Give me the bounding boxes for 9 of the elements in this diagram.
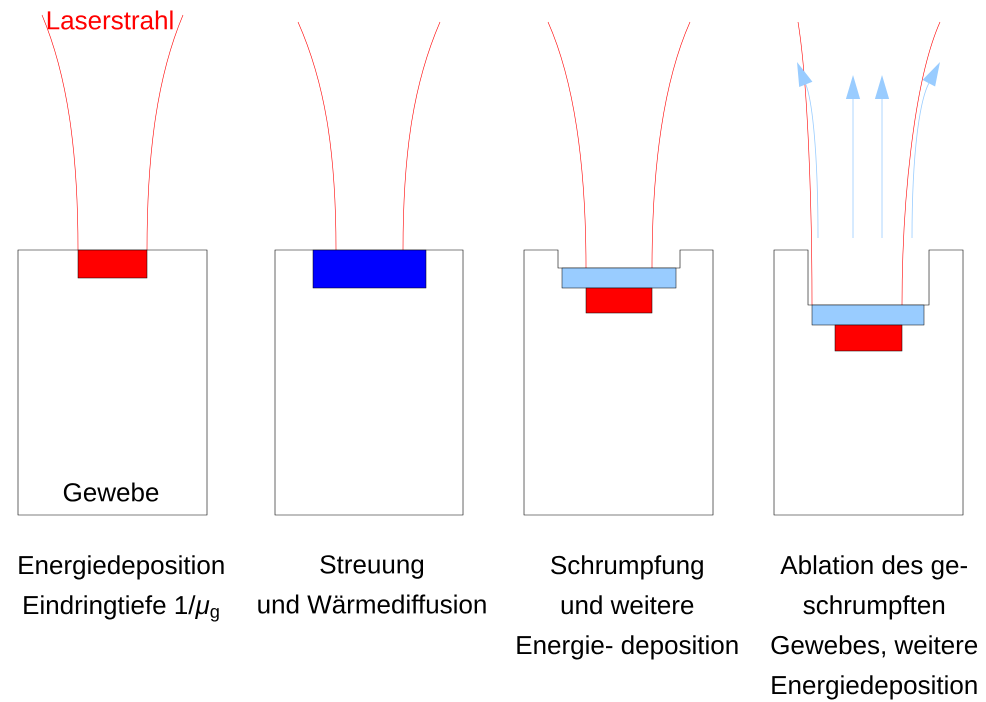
caption: Energiedeposition Eindringtiefe 1/μ$_{g}$ bbox=[19, 555, 224, 622]
tissue-block bbox=[774, 250, 964, 516]
caption: Schrumpfung und weitere Energie- deposition bbox=[517, 555, 738, 660]
tissue-block: Gewebe bbox=[18, 250, 208, 516]
caption: Streuung und Wärmediffusion bbox=[258, 555, 486, 614]
tissue-block bbox=[524, 250, 714, 516]
tissue-block bbox=[274, 250, 464, 516]
caption: Ablation des ge- schrumpften Gewebes, weitere Energiedeposition bbox=[772, 555, 978, 700]
beam-label: Laserstrahl bbox=[48, 10, 173, 30]
